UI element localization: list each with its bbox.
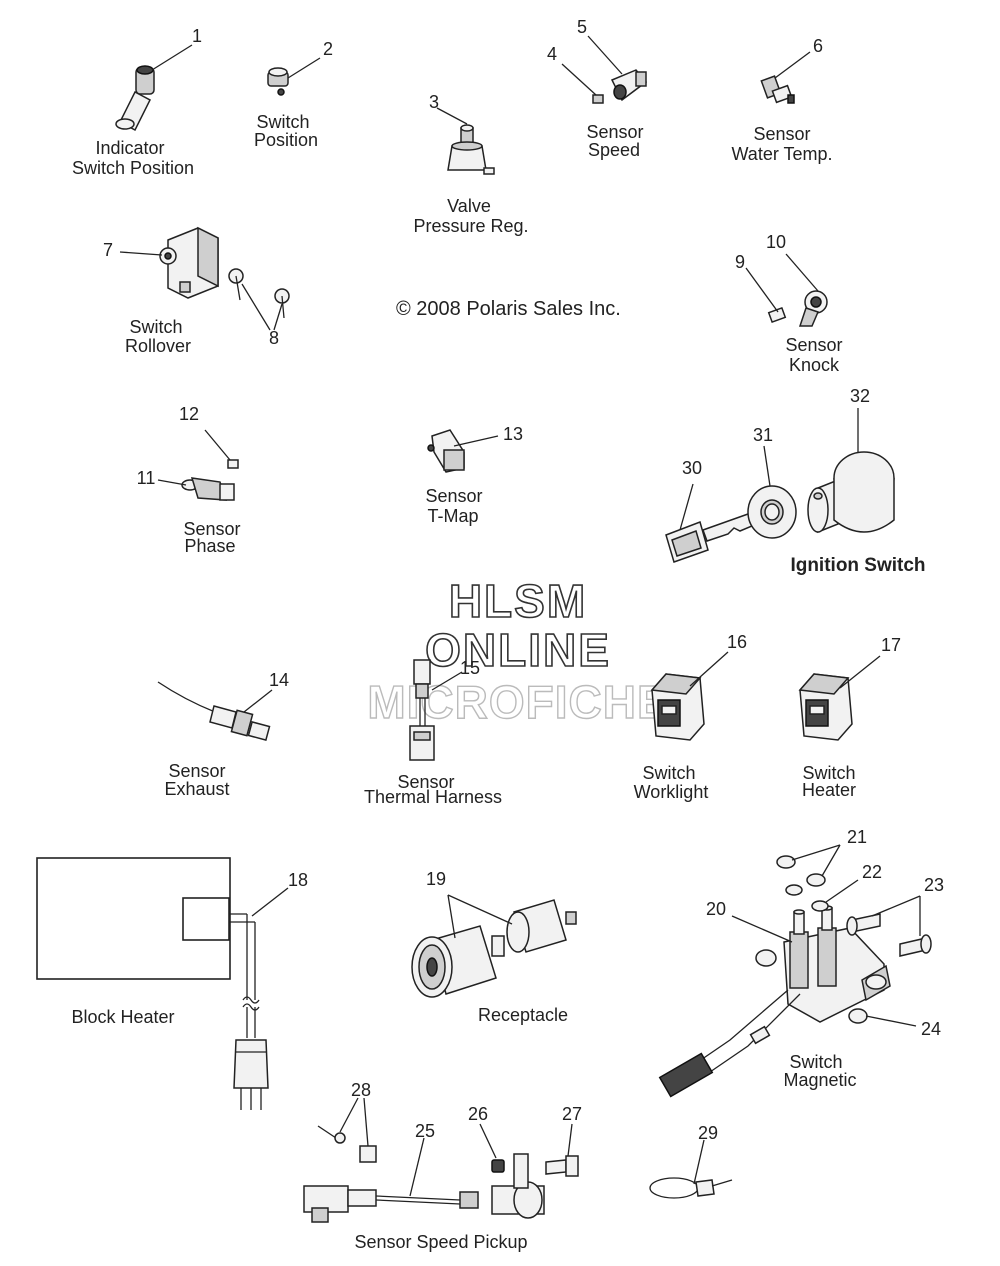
label-sensor-knock-1: Sensor [785,335,842,355]
callout-15: 15 [460,658,480,678]
label-switch-position-1: Switch Position [72,158,194,178]
label-thermal-harness: Thermal Harness [364,787,502,807]
label-valve: Valve [447,196,491,216]
label-sensor-water-1: Sensor [753,124,810,144]
part-indicator-switch-position: 1 Indicator Switch Position [72,26,202,178]
callout-31: 31 [753,425,773,445]
callout-5: 5 [577,17,587,37]
watermark-line1: HLSM [449,575,587,627]
callout-17: 17 [881,635,901,655]
label-ignition-switch: Ignition Switch [790,555,925,576]
part-sensor-water-temp: 6 Sensor Water Temp. [731,36,832,164]
label-switch: Switch [256,112,309,132]
label-sensor-exhaust-1: Sensor [168,761,225,781]
part-switch-position: 2 Switch Position [254,39,333,150]
label-pressure-reg: Pressure Reg. [413,216,528,236]
part-sensor-speed: 4 5 Sensor Speed [547,17,648,160]
label-sensor-speed-1: Sensor [586,122,643,142]
label-worklight: Worklight [634,782,709,802]
callout-30: 30 [682,458,702,478]
callout-20: 20 [706,899,726,919]
label-phase: Phase [184,536,235,556]
label-sensor-speed-pickup: Sensor Speed Pickup [354,1232,527,1252]
label-indicator: Indicator [95,138,164,158]
callout-24: 24 [921,1019,941,1039]
callout-29: 29 [698,1123,718,1143]
callout-26: 26 [468,1104,488,1124]
watermark-line2: ONLINE [425,624,611,676]
callout-9: 9 [735,252,745,272]
part-valve-pressure-reg: 3 Valve Pressure Reg. [413,92,528,236]
part-sensor-phase: 12 11 Sensor Phase [137,404,241,556]
callout-23: 23 [924,875,944,895]
part-sensor-speed-pickup: 28 25 26 27 Sensor Speed Pickup [303,1080,582,1252]
callout-22: 22 [862,862,882,882]
label-sensor-tmap-1: Sensor [425,486,482,506]
part-sensor-tmap: 13 Sensor T-Map [425,424,523,526]
label-sensor-thermal-1: Sensor [397,772,454,792]
part-ignition-switch: 30 31 32 Ignition Switch [665,386,926,576]
callout-25: 25 [415,1121,435,1141]
label-block-heater: Block Heater [71,1007,174,1027]
label-switch-worklight-1: Switch [642,763,695,783]
callout-28: 28 [351,1080,371,1100]
part-sensor-exhaust: 14 Sensor Exhaust [157,670,289,799]
part-sensor-thermal-harness: 15 Sensor Thermal Harness [364,658,502,807]
label-switch-heater-1: Switch [802,763,855,783]
part-block-heater: 18 Block Heater [36,857,308,1110]
callout-1: 1 [192,26,202,46]
part-switch-heater: 17 Switch Heater [798,635,901,800]
part-sensor-knock: 9 10 Sensor Knock [735,232,843,375]
callout-6: 6 [813,36,823,56]
callout-8: 8 [269,328,279,348]
callout-21: 21 [847,827,867,847]
copyright-text: © 2008 Polaris Sales Inc. [396,298,621,320]
part-receptacle: 19 Receptacle [411,869,577,1025]
label-heater: Heater [802,780,856,800]
label-magnetic: Magnetic [783,1070,856,1090]
part-switch-magnetic: 20 21 22 23 24 Switch Magnetic [658,827,944,1098]
label-sensor-phase-1: Sensor [183,519,240,539]
label-switch-magnetic-1: Switch [789,1052,842,1072]
label-exhaust: Exhaust [164,779,229,799]
part-switch-worklight: 16 Switch Worklight [634,632,747,802]
callout-18: 18 [288,870,308,890]
label-tmap: T-Map [427,506,478,526]
part-cable-tie: 29 [649,1123,733,1199]
callout-14: 14 [269,670,289,690]
callout-12: 12 [179,404,199,424]
callout-27: 27 [562,1104,582,1124]
label-position: Position [254,130,318,150]
part-switch-rollover: 7 8 Switch Rollover [103,226,290,356]
callout-32: 32 [850,386,870,406]
callout-7: 7 [103,240,113,260]
callout-3: 3 [429,92,439,112]
label-sensor-speed-2: Speed [588,140,640,160]
label-rollover: Rollover [125,336,191,356]
callout-11: 11 [137,468,156,488]
label-water-temp: Water Temp. [731,144,832,164]
label-receptacle: Receptacle [478,1005,568,1025]
callout-19: 19 [426,869,446,889]
label-knock: Knock [789,355,840,375]
callout-2: 2 [323,39,333,59]
watermark: HLSM ONLINE MICROFICHE [367,574,669,729]
callout-4: 4 [547,44,557,64]
callout-10: 10 [766,232,786,252]
callout-16: 16 [727,632,747,652]
watermark-line3: MICROFICHE [367,676,668,728]
label-switch-rollover-1: Switch [129,317,182,337]
callout-13: 13 [503,424,523,444]
